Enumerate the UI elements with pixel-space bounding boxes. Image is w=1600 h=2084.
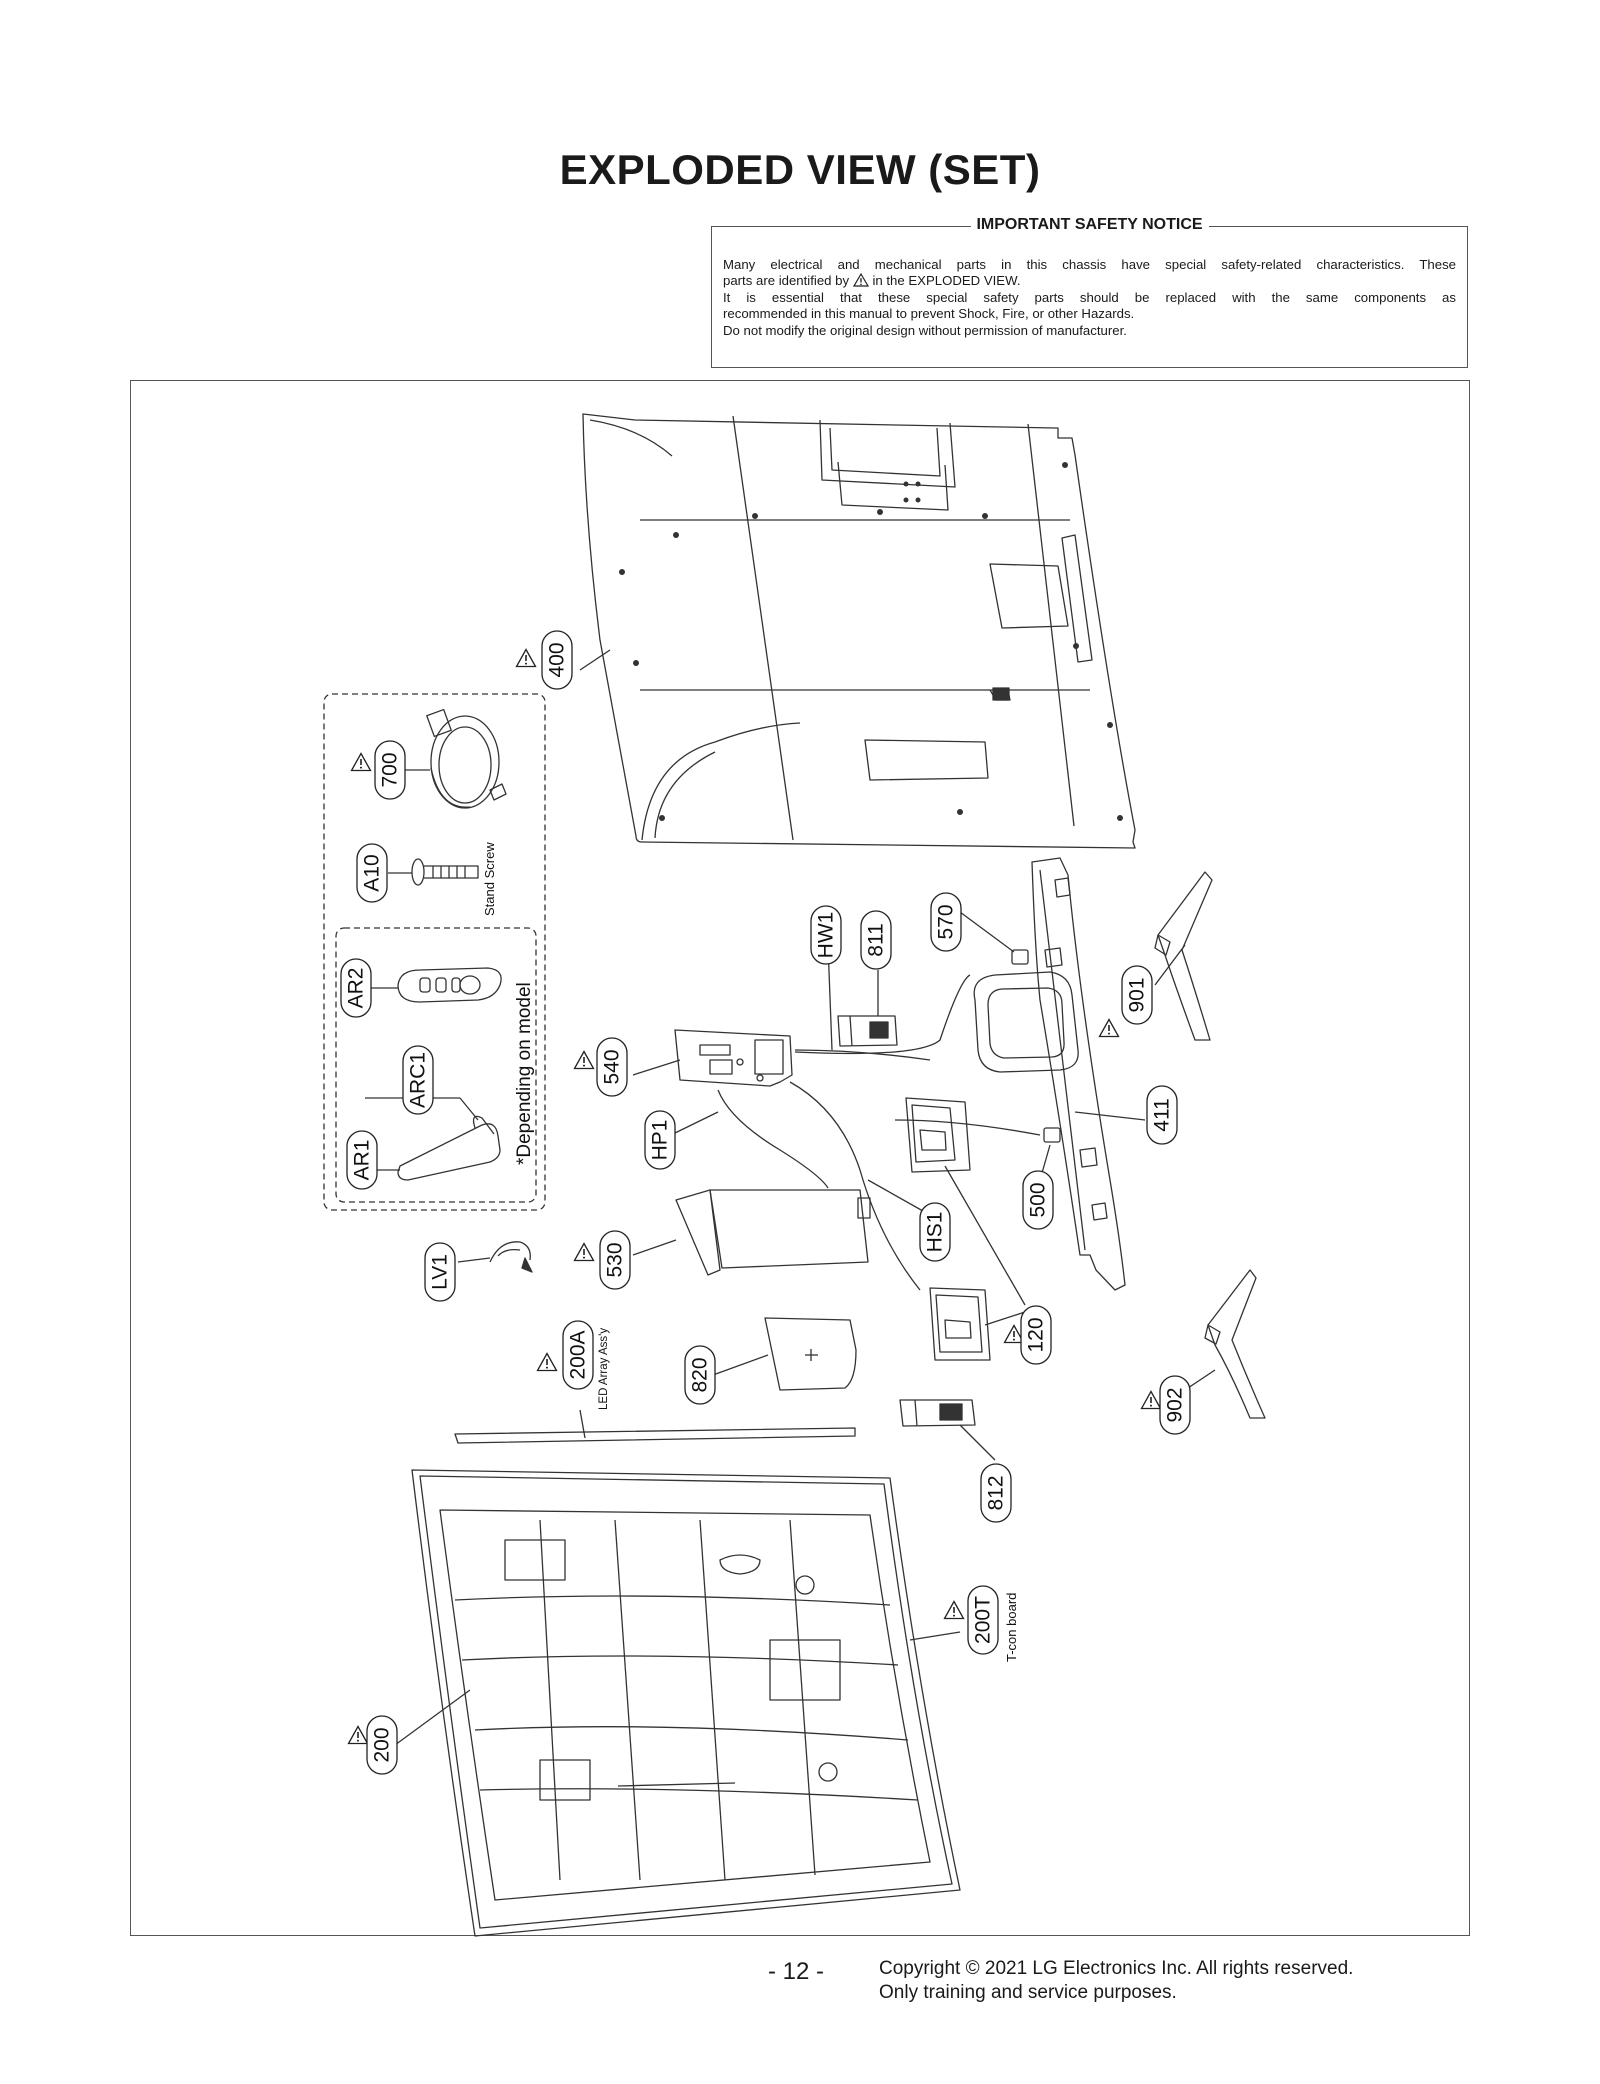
- part-label-hs1: HS1: [924, 1212, 947, 1253]
- warning-triangle-icon: [515, 648, 537, 668]
- part-label-120: 120: [1025, 1317, 1048, 1352]
- cable-to-bracket: [794, 974, 971, 1055]
- stand-screw-drawing: [411, 858, 479, 886]
- notice-line: recommended in this manual to prevent Sh…: [723, 306, 1135, 322]
- copyright-line: Copyright © 2021 LG Electronics Inc. All…: [879, 1958, 1354, 1979]
- model-dependent-box: [335, 927, 537, 1203]
- stand-screw-caption: Stand Screw: [482, 842, 497, 916]
- warning-triangle-icon: [943, 1600, 965, 1620]
- part-label-ar2: AR2: [345, 968, 368, 1009]
- warning-triangle-icon: [573, 1050, 595, 1070]
- lvds-cable-drawing: [489, 1241, 533, 1273]
- speaker-bottom-drawing: [929, 1287, 991, 1361]
- back-cover-drawing: [582, 413, 1136, 849]
- notice-line: Do not modify the original design withou…: [723, 322, 1127, 338]
- warning-triangle-icon: [350, 752, 372, 772]
- main-board-drawing: [674, 1029, 793, 1087]
- safety-notice-body: Many electrical and mechanical parts in …: [723, 257, 1456, 339]
- safety-notice-title: IMPORTANT SAFETY NOTICE: [970, 216, 1209, 234]
- part-label-902: 902: [1164, 1387, 1187, 1422]
- notice-line-part: parts are identified by: [723, 273, 850, 289]
- warning-triangle-icon: [573, 1242, 595, 1262]
- page-number: - 12 -: [768, 1958, 825, 1985]
- part-label-812: 812: [985, 1475, 1008, 1510]
- part-label-540: 540: [601, 1049, 624, 1084]
- part-label-200a: 200A: [567, 1330, 590, 1379]
- depending-on-model-caption: *Depending on model: [514, 982, 535, 1165]
- part-label-ar1: AR1: [351, 1140, 374, 1181]
- remote-ar2-drawing: [397, 967, 502, 1003]
- warning-triangle-icon: [1098, 1018, 1120, 1038]
- power-cord-drawing: [426, 708, 507, 809]
- part-label-570: 570: [935, 904, 958, 939]
- part-label-a10: A10: [361, 854, 384, 891]
- part-label-200t: 200T: [972, 1596, 995, 1644]
- part-label-500: 500: [1027, 1182, 1050, 1217]
- notice-line: It is essential that these special safet…: [723, 289, 1456, 305]
- part-812-drawing: [899, 1399, 976, 1427]
- part-label-arc1: ARC1: [407, 1052, 430, 1108]
- copyright-notice: Copyright © 2021 LG Electronics Inc. All…: [879, 1957, 1353, 2005]
- led-array-caption: LED Array Ass'y: [598, 1328, 610, 1410]
- cable-hw1: [794, 1049, 931, 1061]
- power-board-drawing: [675, 1189, 871, 1276]
- led-array-drawing: [454, 1427, 856, 1444]
- warning-triangle-icon: [347, 1725, 369, 1745]
- part-label-hp1: HP1: [649, 1120, 672, 1161]
- part-label-hw1: HW1: [815, 912, 838, 959]
- warning-triangle-icon: [1140, 1390, 1162, 1410]
- part-label-700: 700: [379, 752, 402, 787]
- page-title: EXPLODED VIEW (SET): [559, 146, 1041, 193]
- exploded-view-frame: [130, 380, 1470, 1936]
- remote-ar1-drawing: [397, 1097, 501, 1181]
- part-570-drawing: [1011, 949, 1029, 965]
- part-811-drawing: [837, 1015, 898, 1047]
- notice-line: Many electrical and mechanical parts in …: [723, 257, 1456, 272]
- cable-hp1: [717, 1089, 829, 1189]
- shield-plate-drawing: [764, 1317, 857, 1391]
- part-label-400: 400: [546, 642, 569, 677]
- part-label-200: 200: [371, 1727, 394, 1762]
- stand-902-drawing: [1204, 1269, 1266, 1419]
- notice-line-part: in the EXPLODED VIEW.: [872, 273, 1021, 289]
- safety-notice-box: IMPORTANT SAFETY NOTICE Many electrical …: [711, 216, 1468, 368]
- tcon-board-caption: T-con board: [1004, 1593, 1019, 1662]
- accessory-box: [323, 693, 546, 1211]
- part-label-lv1: LV1: [429, 1254, 452, 1290]
- copyright-line: Only training and service purposes.: [879, 1982, 1177, 2003]
- part-500-drawing: [1043, 1127, 1061, 1143]
- rear-bracket-drawing: [973, 857, 1126, 1291]
- warning-triangle-icon: [852, 273, 869, 288]
- warning-triangle-icon: [536, 1352, 558, 1372]
- speaker-top-drawing: [905, 1097, 971, 1173]
- part-label-530: 530: [604, 1242, 627, 1277]
- part-label-811: 811: [865, 923, 888, 956]
- notice-line: parts are identified by in the EXPLODED …: [723, 273, 1456, 289]
- cable-500: [894, 1119, 1041, 1136]
- part-label-411: 411: [1151, 1098, 1174, 1131]
- part-label-820: 820: [689, 1357, 712, 1392]
- cable-hs1: [789, 1081, 921, 1291]
- stand-901-drawing: [1154, 871, 1213, 1041]
- panel-200-drawing: [411, 1469, 961, 1937]
- part-label-901: 901: [1126, 977, 1149, 1012]
